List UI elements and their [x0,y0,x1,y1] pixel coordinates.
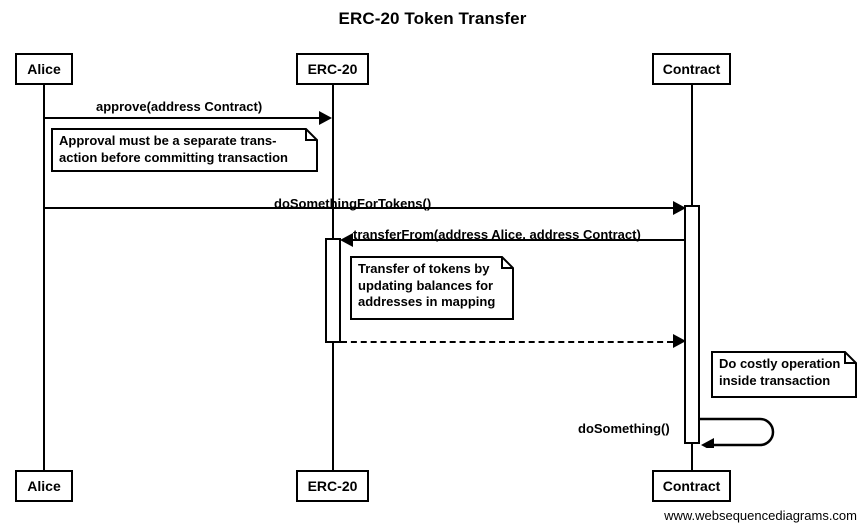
message-label-transfer-from: transferFrom(address Alice, address Cont… [353,227,641,242]
note-text: Do costly operation inside transaction [719,356,841,388]
message-line-return-dashed [341,341,673,343]
participant-label: Alice [27,478,61,494]
participant-label: ERC-20 [307,478,358,494]
message-line-transfer-from [353,239,685,241]
participant-contract-bottom[interactable]: Contract [652,470,731,502]
activation-bar-erc20 [325,238,341,343]
participant-contract-top[interactable]: Contract [652,53,731,85]
participant-label: Alice [27,61,61,77]
participant-erc20-top[interactable]: ERC-20 [296,53,369,85]
participant-erc20-bottom[interactable]: ERC-20 [296,470,369,502]
participant-label: Contract [662,61,721,77]
message-line-approve [44,117,322,119]
message-line-do-something-for-tokens [44,207,681,209]
note-transfer-tokens: Transfer of tokens by updating balances … [350,256,514,320]
note-costly-operation: Do costly operation inside transaction [711,351,857,398]
message-label-do-something: doSomething() [578,421,670,436]
message-label-do-something-for-tokens: doSomethingForTokens() [274,196,432,211]
footer-credit: www.websequencediagrams.com [664,508,857,523]
message-label-approve: approve(address Contract) [96,99,263,114]
participant-label: Contract [662,478,721,494]
lifeline-alice [43,85,45,471]
arrow-head-left-icon [340,233,353,247]
note-approval: Approval must be a separate trans- actio… [51,128,318,172]
participant-alice-top[interactable]: Alice [15,53,73,85]
participant-label: ERC-20 [307,61,358,77]
page-title: ERC-20 Token Transfer [338,9,527,28]
arrow-head-right-icon [319,111,332,125]
note-text: Transfer of tokens by updating balances … [358,261,496,309]
arrow-head-right-icon [673,201,686,215]
activation-bar-contract [684,205,700,444]
self-call-loop-contract [698,416,788,453]
participant-alice-bottom[interactable]: Alice [15,470,73,502]
arrow-head-right-icon [673,334,686,348]
note-text: Approval must be a separate trans- actio… [59,133,288,165]
